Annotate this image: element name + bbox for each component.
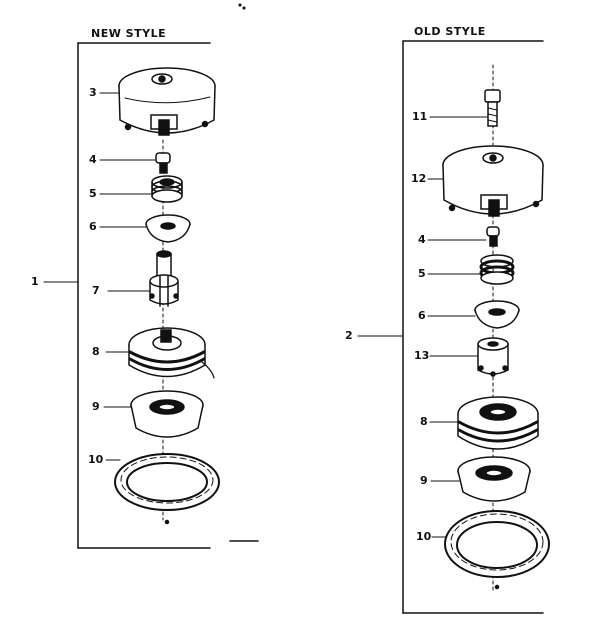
old-housing-icon bbox=[442, 145, 544, 217]
old-spring-icon bbox=[479, 254, 515, 285]
old-style-title: OLD STYLE bbox=[414, 25, 486, 38]
new-shaft-icon bbox=[149, 250, 179, 307]
new-housing-icon bbox=[118, 67, 216, 136]
new-bolt-icon bbox=[155, 152, 171, 174]
old-bolt-icon bbox=[486, 226, 500, 247]
callout-new-6: 6 bbox=[89, 220, 97, 233]
callout-old-13: 13 bbox=[414, 349, 430, 362]
callout-old-8: 8 bbox=[420, 415, 428, 428]
old-cup-icon bbox=[457, 456, 531, 502]
callout-old-12: 12 bbox=[411, 172, 427, 185]
old-washer-icon bbox=[474, 300, 520, 329]
callout-old-5: 5 bbox=[418, 267, 426, 280]
callout-new-8: 8 bbox=[92, 345, 100, 358]
callout-new-9: 9 bbox=[92, 400, 100, 413]
old-cover-icon bbox=[444, 510, 550, 590]
callout-new-10: 10 bbox=[88, 453, 104, 466]
group-number-old: 2 bbox=[345, 329, 353, 342]
new-cover-icon bbox=[114, 453, 220, 525]
new-washer-icon bbox=[145, 214, 191, 243]
new-spool-icon bbox=[128, 327, 215, 379]
old-spool-icon bbox=[457, 396, 539, 450]
group-number-new: 1 bbox=[31, 275, 39, 288]
callout-old-9: 9 bbox=[420, 474, 428, 487]
callout-new-3: 3 bbox=[89, 86, 97, 99]
callout-old-11: 11 bbox=[412, 110, 428, 123]
old-style-frame bbox=[357, 40, 544, 614]
callout-old-4: 4 bbox=[418, 233, 426, 246]
callout-new-7: 7 bbox=[92, 284, 100, 297]
new-style-frame bbox=[43, 42, 259, 549]
callout-new-4: 4 bbox=[89, 153, 97, 166]
callout-old-10: 10 bbox=[416, 530, 432, 543]
callout-old-6: 6 bbox=[418, 309, 426, 322]
old-bolt-top-icon bbox=[484, 89, 501, 127]
new-cup-icon bbox=[130, 390, 204, 438]
old-shaft-icon bbox=[477, 337, 509, 377]
new-style-title: NEW STYLE bbox=[91, 27, 167, 40]
callout-new-5: 5 bbox=[89, 187, 97, 200]
new-spring-icon bbox=[151, 175, 183, 203]
